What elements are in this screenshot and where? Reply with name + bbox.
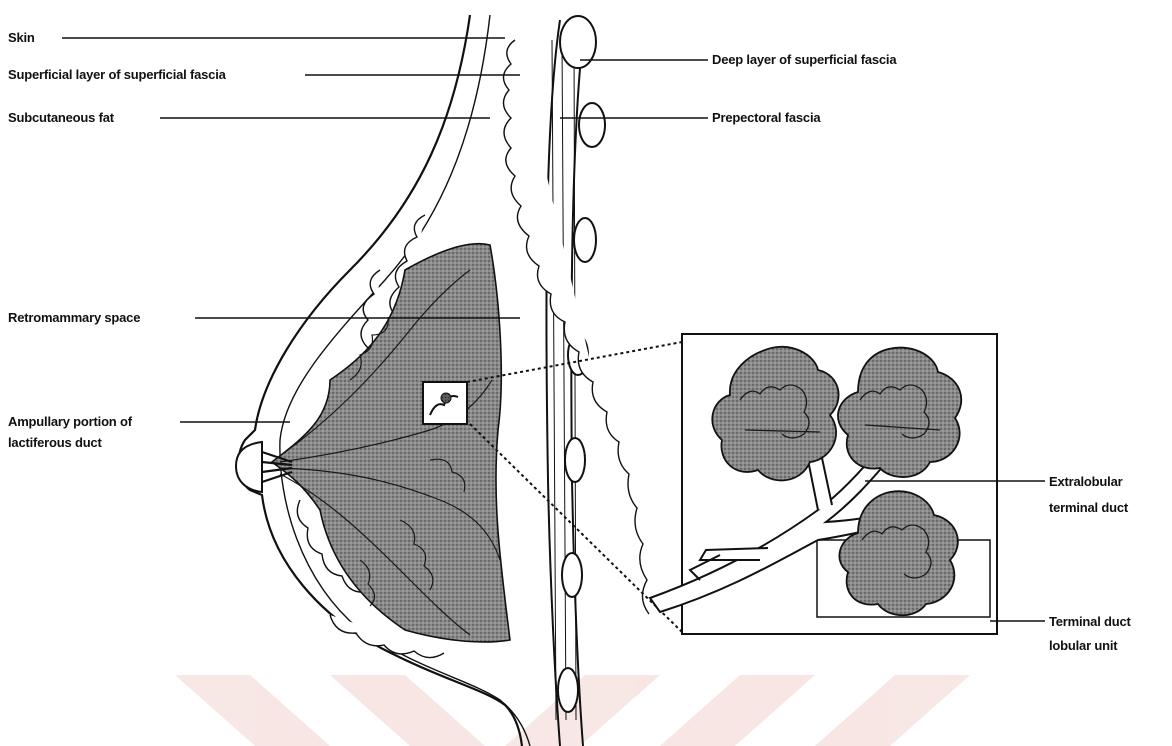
- label-deep-layer: Deep layer of superficial fascia: [712, 52, 897, 67]
- label-prepectoral-fascia: Prepectoral fascia: [712, 110, 821, 125]
- label-subcutaneous-fat: Subcutaneous fat: [8, 110, 115, 125]
- label-ampullary-line2: lactiferous duct: [8, 435, 102, 450]
- label-ampullary-line1: Ampullary portion of: [8, 414, 133, 429]
- label-superficial-layer: Superficial layer of superficial fascia: [8, 67, 227, 82]
- label-extralobular-line1: Extralobular: [1049, 474, 1123, 489]
- label-skin: Skin: [8, 30, 35, 45]
- label-tdlu-line2: lobular unit: [1049, 638, 1118, 653]
- label-extralobular-line2: terminal duct: [1049, 500, 1129, 515]
- label-retromammary-space: Retromammary space: [8, 310, 140, 325]
- tdlu-inset: [650, 334, 997, 634]
- label-tdlu-line1: Terminal duct: [1049, 614, 1132, 629]
